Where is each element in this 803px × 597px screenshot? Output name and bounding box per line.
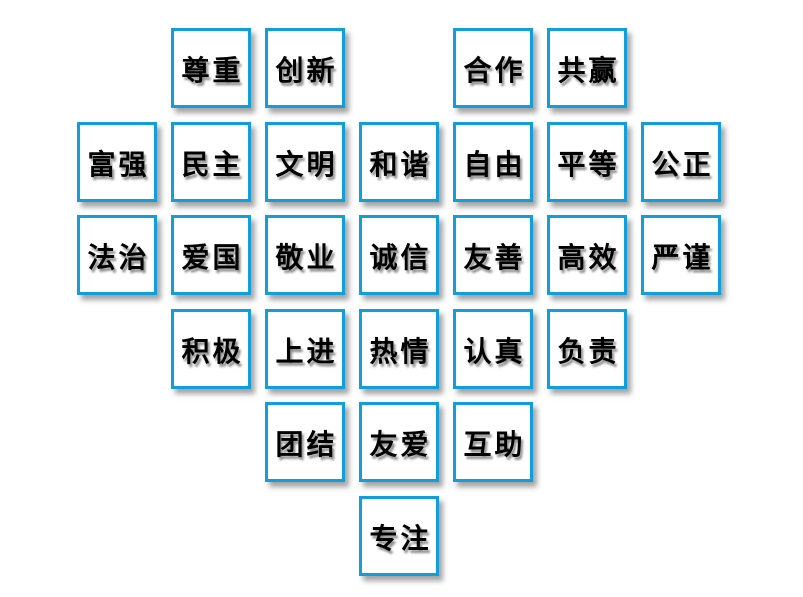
word-tile: 严谨	[641, 215, 721, 295]
word-tile: 互助	[453, 402, 533, 482]
word-tile: 平等	[547, 122, 627, 202]
word-tile: 尊重	[171, 28, 251, 108]
word-tile-label: 上进	[275, 334, 338, 368]
word-tile-label: 自由	[463, 147, 526, 181]
word-tile: 负责	[547, 309, 627, 389]
word-tile: 认真	[453, 309, 533, 389]
word-tile: 敬业	[265, 215, 345, 295]
word-tile: 友爱	[359, 402, 439, 482]
word-tile-label: 友爱	[369, 427, 432, 461]
word-tile-label: 专注	[369, 521, 432, 555]
word-tile: 高效	[547, 215, 627, 295]
word-tile-label: 爱国	[181, 240, 244, 274]
word-tile: 热情	[359, 309, 439, 389]
word-tile: 公正	[641, 122, 721, 202]
word-tile-label: 热情	[369, 334, 432, 368]
word-tile: 富强	[77, 122, 157, 202]
word-tile: 文明	[265, 122, 345, 202]
word-tile-label: 认真	[463, 334, 526, 368]
word-tile-label: 民主	[181, 147, 244, 181]
word-tile: 友善	[453, 215, 533, 295]
word-tile-label: 共赢	[557, 53, 620, 87]
word-tile-label: 和谐	[369, 147, 432, 181]
word-tile: 创新	[265, 28, 345, 108]
word-tile-label: 平等	[557, 147, 620, 181]
word-tile: 和谐	[359, 122, 439, 202]
word-tile: 积极	[171, 309, 251, 389]
word-tile-label: 公正	[651, 147, 714, 181]
word-tile-label: 团结	[275, 427, 338, 461]
word-tile-label: 创新	[275, 53, 338, 87]
word-tile: 上进	[265, 309, 345, 389]
word-tile-label: 诚信	[369, 240, 432, 274]
word-tile-label: 文明	[275, 147, 338, 181]
word-tile: 专注	[359, 496, 439, 576]
word-tile: 共赢	[547, 28, 627, 108]
word-tile-label: 合作	[463, 53, 526, 87]
word-tile: 法治	[77, 215, 157, 295]
word-tile-label: 负责	[557, 334, 620, 368]
word-tile: 民主	[171, 122, 251, 202]
word-tile-label: 高效	[557, 240, 620, 274]
word-tile-label: 法治	[87, 240, 150, 274]
word-tile-label: 富强	[87, 147, 150, 181]
word-tile: 诚信	[359, 215, 439, 295]
word-tile-label: 积极	[181, 334, 244, 368]
word-tile-label: 尊重	[181, 53, 244, 87]
word-tile: 团结	[265, 402, 345, 482]
word-tile-label: 严谨	[651, 240, 714, 274]
word-tile: 自由	[453, 122, 533, 202]
word-tile-label: 敬业	[275, 240, 338, 274]
word-tile: 爱国	[171, 215, 251, 295]
word-tile-label: 互助	[463, 427, 526, 461]
word-tile-label: 友善	[463, 240, 526, 274]
word-tile: 合作	[453, 28, 533, 108]
